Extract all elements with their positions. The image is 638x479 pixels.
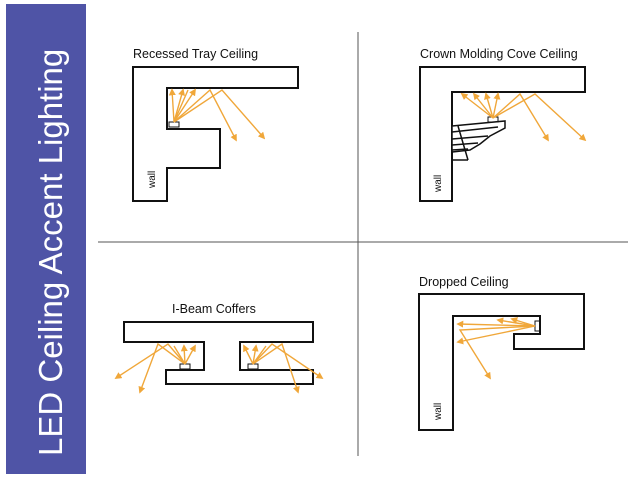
light-rays-crown bbox=[460, 92, 587, 142]
dropped-ceiling-outline bbox=[418, 293, 585, 431]
led-strip-tray bbox=[168, 121, 180, 128]
panel-dropped-ceiling: Dropped Ceiling wall bbox=[418, 275, 585, 431]
crown-molding-profile bbox=[451, 120, 506, 161]
panel-title-dropped: Dropped Ceiling bbox=[419, 275, 509, 289]
wall-label-crown: wall bbox=[433, 175, 444, 193]
sidebar-banner: LED Ceiling Accent Lighting bbox=[6, 4, 86, 474]
light-rays-ibeam-left bbox=[114, 342, 196, 394]
led-strip-ibeam-left bbox=[179, 363, 191, 370]
panel-title-crown: Crown Molding Cove Ceiling bbox=[420, 47, 578, 61]
sidebar-title-svg: LED Ceiling Accent Lighting bbox=[32, 49, 69, 456]
panel-title-ibeam: I-Beam Coffers bbox=[172, 302, 256, 316]
sidebar-title: LED Ceiling Accent Lighting bbox=[32, 49, 69, 456]
light-rays-tray bbox=[168, 88, 266, 142]
panel-crown-molding: Crown Molding Cove Ceiling wall bbox=[419, 47, 587, 202]
panel-ibeam-coffers: I-Beam Coffers bbox=[114, 302, 324, 394]
light-rays-dropped bbox=[456, 317, 536, 380]
wall-label-tray: wall bbox=[147, 171, 158, 189]
crown-ceiling-outline bbox=[419, 66, 586, 202]
led-strip-ibeam-right bbox=[247, 363, 259, 370]
panel-title-tray: Recessed Tray Ceiling bbox=[133, 47, 258, 61]
ibeam-outline bbox=[123, 321, 314, 385]
panel-recessed-tray: Recessed Tray Ceiling wall bbox=[132, 47, 299, 202]
light-rays-ibeam-right bbox=[243, 342, 324, 394]
tray-ceiling-outline bbox=[132, 66, 299, 202]
wall-label-dropped: wall bbox=[433, 403, 444, 421]
